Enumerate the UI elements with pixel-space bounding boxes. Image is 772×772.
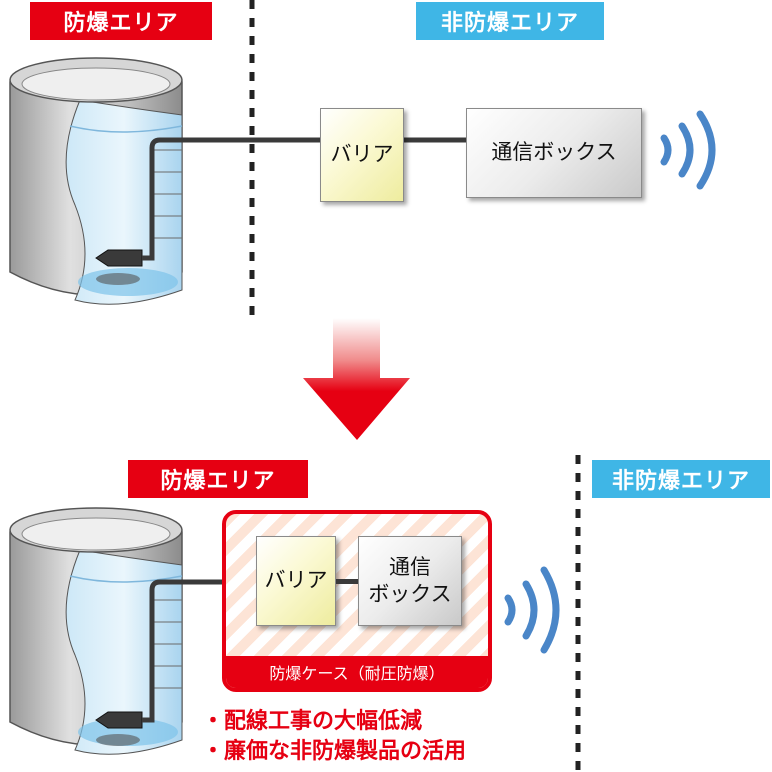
comm-box-label-line1: 通信 (389, 554, 431, 579)
safe-zone-tag: 非防爆エリア (592, 460, 770, 498)
safe-zone-tag: 非防爆エリア (416, 2, 604, 40)
benefit-item: ・廉価な非防爆製品の活用 (202, 739, 467, 764)
case-internal-cable (336, 579, 358, 584)
barrier-box: バリア (320, 108, 404, 202)
hazard-zone-tag: 防爆エリア (30, 2, 212, 40)
comm-box-label: 通信ボックス (491, 140, 617, 165)
comm-box-label-line2: ボックス (368, 582, 452, 606)
benefit-item: ・配線工事の大幅低減 (202, 709, 423, 734)
barrier-label: バリア (330, 142, 394, 167)
comm-box: 通信ボックス (466, 108, 642, 198)
hazard-zone-tag: 防爆エリア (128, 460, 308, 498)
barrier-label: バリア (264, 568, 328, 593)
bottom-cable (142, 579, 256, 723)
case-label: 防爆ケース（耐圧防爆） (226, 656, 488, 688)
level-sensor-icon (95, 711, 143, 746)
tank-icon (9, 507, 183, 755)
wireless-signal-icon (504, 566, 560, 654)
barrier-box: バリア (256, 536, 336, 626)
comm-box: 通信 ボックス (358, 536, 462, 626)
tank-icon (9, 57, 183, 305)
top-cable (142, 137, 320, 261)
down-arrow-icon (303, 318, 410, 440)
wireless-signal-icon (660, 110, 716, 190)
